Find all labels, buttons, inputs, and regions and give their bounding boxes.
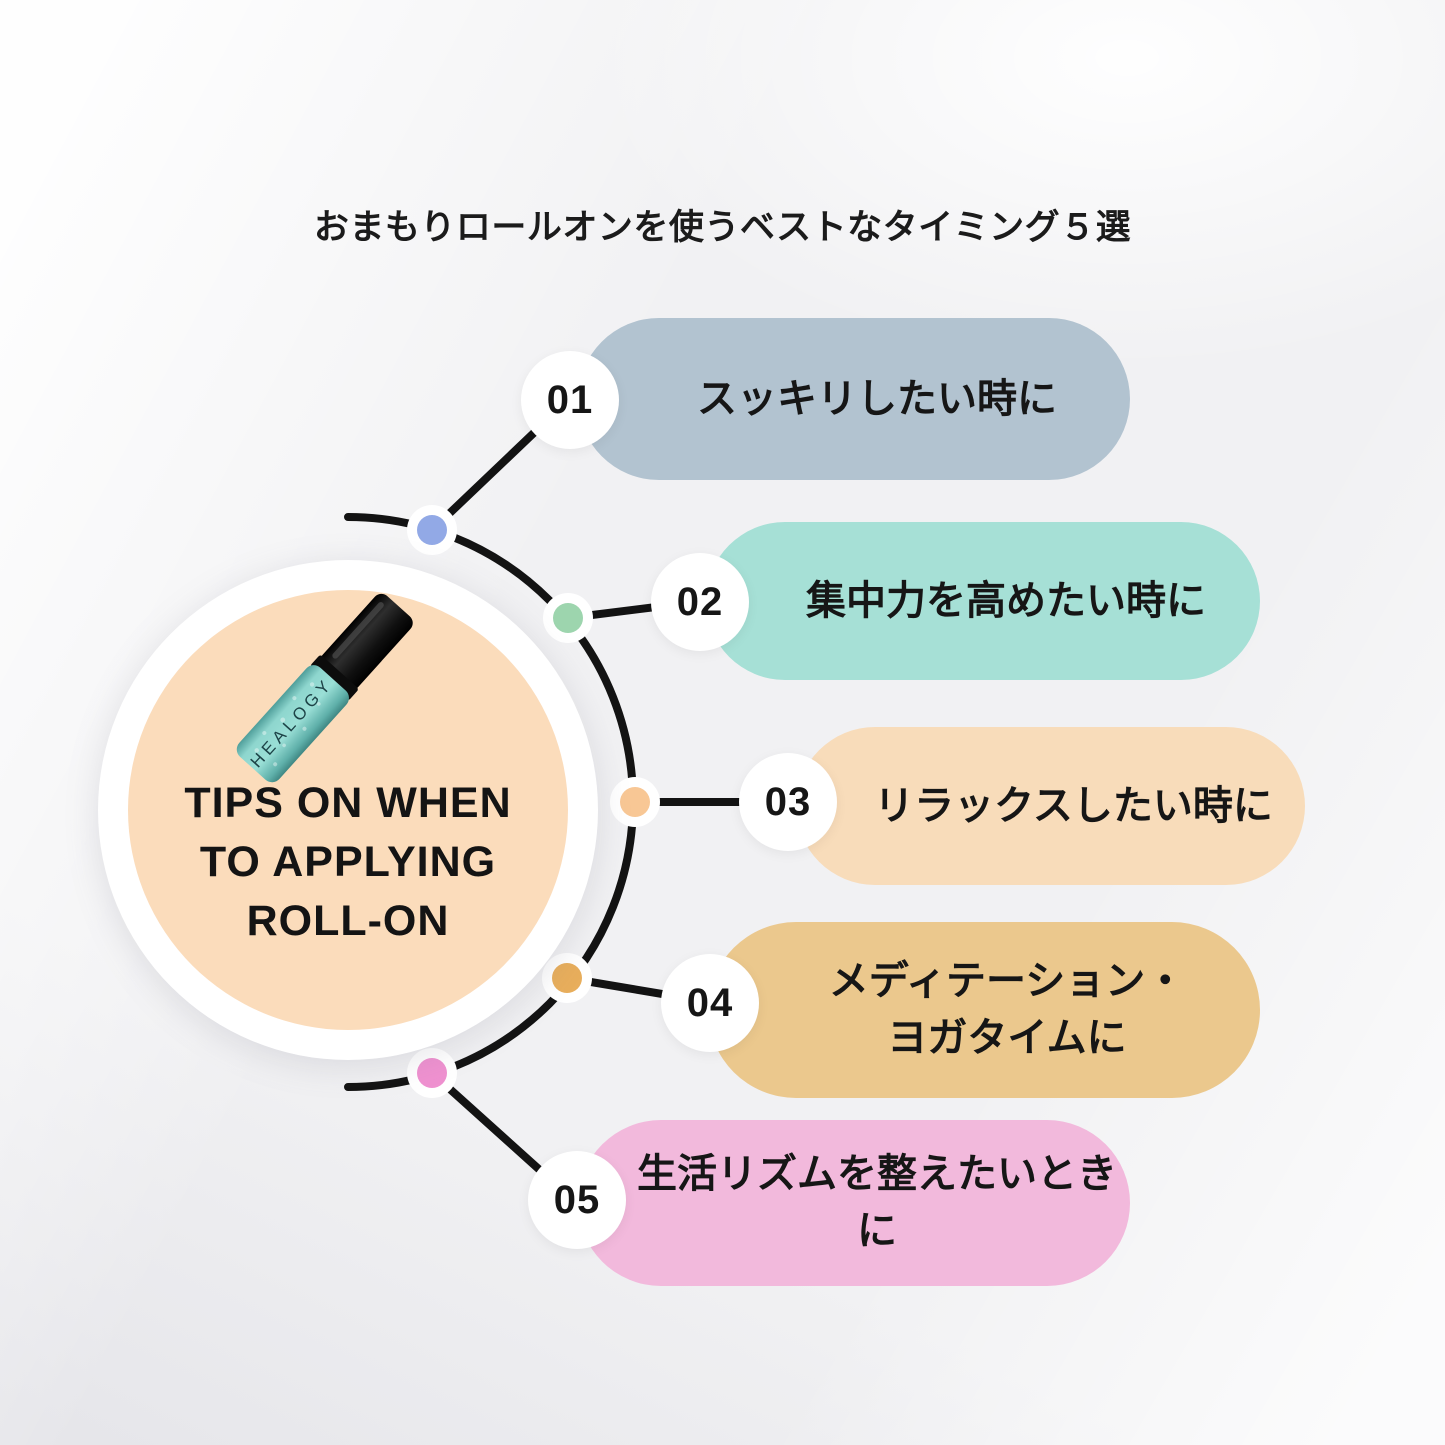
tip-number-badge-04: 04 — [661, 954, 759, 1052]
tip-pill-05: 生活リズムを整えたいときに — [578, 1120, 1130, 1286]
connector-dot-01 — [417, 515, 447, 545]
tip-pill-04: メディテーション・ ヨガタイムに — [708, 922, 1260, 1098]
tip-number-badge-03: 03 — [739, 753, 837, 851]
connector-dot-05 — [417, 1058, 447, 1088]
center-circle: HEALOGY TIPS ON WHEN TO APPLYING ROLL-ON — [98, 560, 598, 1060]
bottle-cap — [320, 593, 413, 690]
bottle-collar — [310, 655, 358, 700]
page-title: おまもりロールオンを使うベストなタイミング５選 — [313, 208, 1132, 247]
tip-number-badge-02: 02 — [651, 553, 749, 651]
center-title: TIPS ON WHEN TO APPLYING ROLL-ON — [184, 779, 512, 945]
tip-pill-02: 集中力を高めたい時に — [706, 522, 1260, 680]
product-bottle-image: HEALOGY — [236, 593, 413, 783]
tip-number-badge-01: 01 — [521, 351, 619, 449]
tip-pill-03: リラックスしたい時に — [796, 727, 1305, 885]
connector-dot-03 — [620, 787, 650, 817]
tip-pill-01: スッキリしたい時に — [578, 318, 1130, 480]
bottle-body — [236, 665, 349, 783]
tip-number-badge-05: 05 — [528, 1151, 626, 1249]
